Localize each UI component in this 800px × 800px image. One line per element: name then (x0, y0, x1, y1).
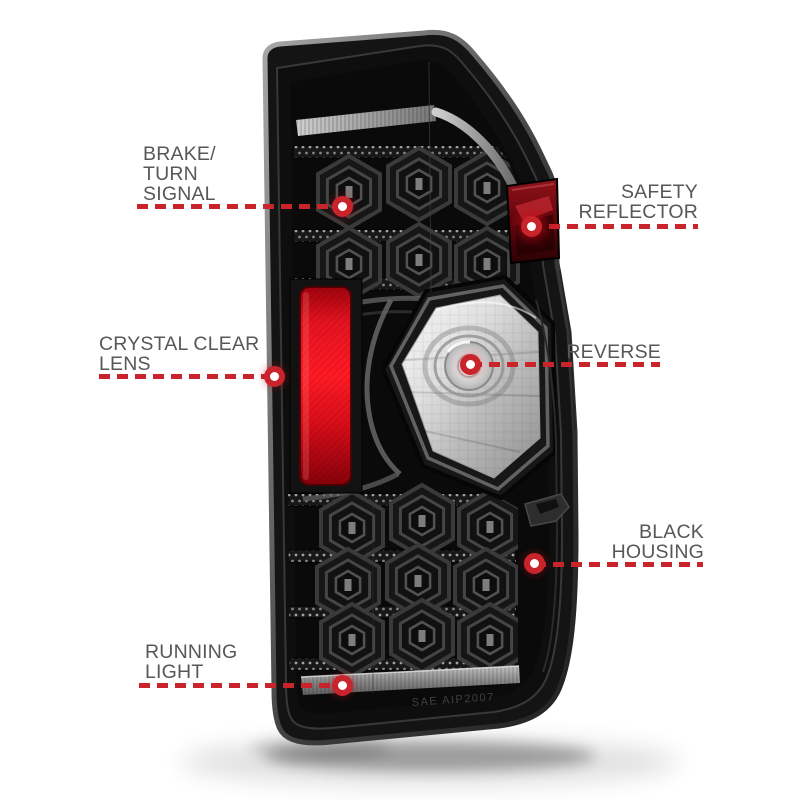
product-shadow (180, 738, 680, 786)
callout-brake-turn-signal-line (137, 204, 344, 209)
callout-brake-turn-signal-dot (332, 196, 353, 217)
callout-running-light-dot (332, 675, 353, 696)
callout-black-housing-dot (524, 553, 545, 574)
callout-black-housing-line (535, 562, 703, 567)
callout-reverse-dot (460, 354, 481, 375)
callout-black-housing-label: BLACK HOUSING (611, 521, 704, 563)
callout-running-light-label: RUNNING LIGHT (145, 641, 238, 683)
callout-brake-turn-signal-label: BRAKE/ TURN SIGNAL (143, 143, 216, 205)
running-light-led-array (315, 483, 518, 678)
callout-safety-reflector-dot (521, 216, 542, 237)
lens-marking-text: SAE AIP2007 (411, 691, 495, 709)
callout-reverse-label: REVERSE (566, 341, 661, 363)
callout-crystal-clear-lens-label: CRYSTAL CLEAR LENS (99, 333, 260, 375)
black-housing-details (372, 61, 576, 693)
reverse-light-lens (380, 274, 558, 501)
callout-safety-reflector-label: SAFETY REFLECTOR (578, 181, 698, 223)
callout-crystal-clear-lens-line (99, 374, 275, 379)
callout-running-light-line (139, 683, 343, 688)
brake-turn-led-array (316, 146, 520, 302)
callout-reverse-line (471, 362, 660, 367)
callout-crystal-clear-lens-dot (264, 366, 285, 387)
crystal-red-reflector-strip (289, 278, 363, 494)
callout-safety-reflector-line (531, 224, 698, 229)
